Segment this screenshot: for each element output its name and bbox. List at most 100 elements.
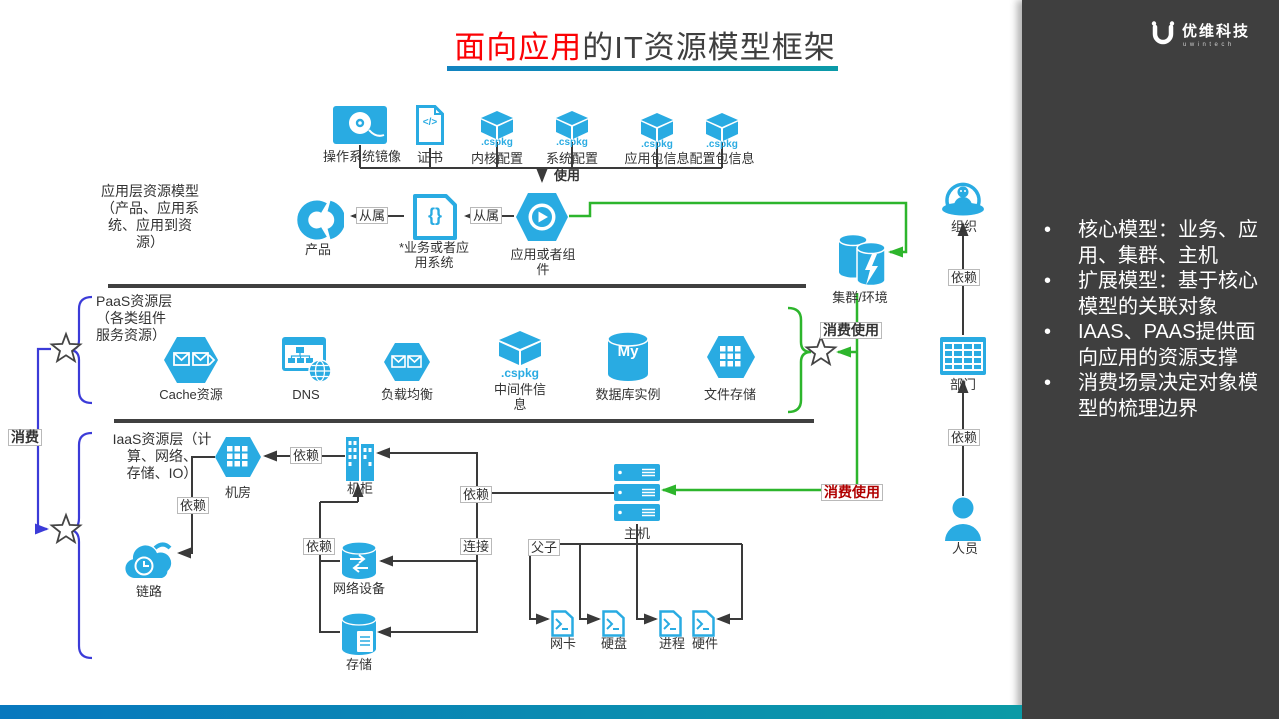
department-icon	[940, 337, 986, 375]
title-underline	[447, 66, 838, 71]
sys-config-label: 系统配置	[545, 151, 598, 166]
biz-system-label: *业务或者应 用系统	[398, 240, 470, 270]
storage-icon	[340, 611, 378, 659]
edge-label-consume: 消费	[8, 429, 42, 446]
process-label: 进程	[658, 636, 685, 651]
storage-label: 存储	[345, 657, 372, 672]
paas-layer-label: PaaS资源层 （各类组件 服务资源）	[96, 293, 173, 343]
edge-host-rack	[376, 447, 614, 494]
os-image-label: 操作系统镜像	[322, 149, 401, 164]
host-label: 主机	[623, 526, 650, 541]
paas-brace-green	[787, 306, 812, 414]
organization-icon	[941, 176, 985, 220]
dns-icon	[282, 337, 332, 383]
bottom-accent-bar	[0, 705, 1022, 719]
db-my-glyph: My	[617, 343, 639, 360]
host-icon	[614, 464, 660, 524]
edge-to-hardware	[716, 544, 743, 625]
edge-label-parent-child: 父子	[528, 539, 561, 556]
page-title-rest: 的IT资源模型框架	[582, 30, 836, 65]
iaas-brace-blue	[68, 431, 93, 660]
edge-label-belong-2: 从属	[470, 207, 503, 224]
load-balance-icon	[383, 341, 431, 383]
link-label: 链路	[135, 584, 162, 599]
bullet-item-iaas-paas: IAAS、PAAS提供面向应用的资源支撑	[1042, 320, 1260, 371]
server-room-icon	[214, 435, 262, 479]
bullet-item-consume-scene: 消费场景决定对象模型的梳理边界	[1042, 371, 1260, 422]
iaas-layer-label: IaaS资源层（计 算、网络、 存储、IO）	[112, 431, 212, 481]
network-device-icon	[340, 541, 378, 581]
file-storage-label: 文件存储	[703, 387, 756, 402]
app-pkg-cspkg: .cspkg	[641, 139, 673, 150]
logo-subtext: uwintech	[1183, 42, 1235, 48]
file-storage-icon	[706, 334, 756, 380]
edge-label-depend-dept: 依赖	[948, 429, 981, 446]
certificate-code-glyph: </>	[422, 117, 438, 128]
star-marker-iaas-left	[49, 512, 83, 545]
edge-label-consume-use-top: 消费使用	[820, 322, 882, 339]
edge-to-nic	[529, 544, 550, 625]
kernel-config-icon	[480, 110, 514, 140]
cache-label: Cache资源	[159, 387, 223, 402]
app-pkg-icon	[640, 112, 674, 142]
app-component-label: 应用或者组 件	[510, 247, 576, 277]
os-image-icon	[333, 106, 387, 144]
star-marker-paas-right	[804, 334, 838, 367]
app-component-icon	[515, 190, 569, 244]
network-device-label: 网络设备	[332, 581, 385, 596]
kernel-config-label: 内核配置	[470, 151, 523, 166]
hardware-icon	[692, 610, 715, 637]
edge-label-consume-use-bottom: 消费使用	[821, 484, 883, 501]
logo-text: 优维科技	[1182, 23, 1251, 40]
sys-config-icon	[555, 110, 589, 140]
edge-label-depend-host-rack: 依赖	[460, 486, 493, 503]
hardware-label: 硬件	[691, 636, 718, 651]
biz-system-icon	[413, 194, 457, 240]
sidebar: 优维科技 uwintech 核心模型：业务、应用、集群、主机 扩展模型：基于核心…	[1022, 0, 1279, 719]
app-layer-label: 应用层资源模型 （产品、应用系 统、应用到资 源）	[101, 183, 199, 250]
edge-label-connect: 连接	[460, 538, 493, 555]
middleware-icon	[498, 330, 542, 366]
disk-icon	[602, 610, 625, 637]
star-marker-paas-left	[49, 331, 83, 364]
config-pkg-label: 配置包信息	[689, 151, 755, 166]
link-icon	[122, 538, 176, 582]
process-icon	[659, 610, 682, 637]
edge-label-depend-netdev: 依赖	[303, 538, 336, 555]
page-title-highlight: 面向应用	[454, 30, 583, 65]
app-pkg-label: 应用包信息	[624, 151, 690, 166]
edge-appcomp-cluster	[569, 201, 908, 258]
product-label: 产品	[304, 242, 331, 257]
logo-icon	[1150, 20, 1176, 46]
cluster-env-icon	[834, 228, 888, 292]
edge-to-process	[636, 544, 658, 625]
edge-top-bus	[359, 142, 723, 169]
rack-icon	[345, 436, 375, 482]
nic-label: 网卡	[549, 636, 576, 651]
page-title: 面向应用的IT资源模型框架	[430, 22, 860, 67]
biz-system-braces-glyph: {}	[427, 205, 442, 225]
edge-host-storage	[377, 493, 478, 638]
edge-to-disk	[579, 544, 601, 625]
load-balance-label: 负载均衡	[380, 387, 433, 402]
cache-icon	[163, 335, 219, 385]
bullet-item-core-model: 核心模型：业务、应用、集群、主机	[1042, 218, 1260, 269]
disk-label: 硬盘	[600, 636, 627, 651]
server-room-label: 机房	[224, 485, 251, 500]
kernel-config-cspkg: .cspkg	[481, 137, 513, 148]
config-pkg-icon	[705, 112, 739, 142]
db-instance-label: 数据库实例	[595, 387, 661, 402]
rack-label: 机柜	[346, 481, 373, 496]
bullet-item-extended-model: 扩展模型：基于核心模型的关联对象	[1042, 269, 1260, 320]
personnel-label: 人员	[951, 541, 978, 556]
department-label: 部门	[949, 377, 976, 392]
personnel-icon	[944, 497, 982, 541]
cluster-env-label: 集群/环境	[832, 290, 888, 305]
middleware-label: 中间件信息	[493, 382, 546, 412]
edge-label-depend-room-link: 依赖	[177, 497, 210, 514]
edge-label-depend-rack-room: 依赖	[290, 447, 323, 464]
nic-icon	[551, 610, 574, 637]
edge-label-use: 使用	[554, 168, 581, 183]
company-logo: 优维科技 uwintech	[1150, 20, 1250, 48]
